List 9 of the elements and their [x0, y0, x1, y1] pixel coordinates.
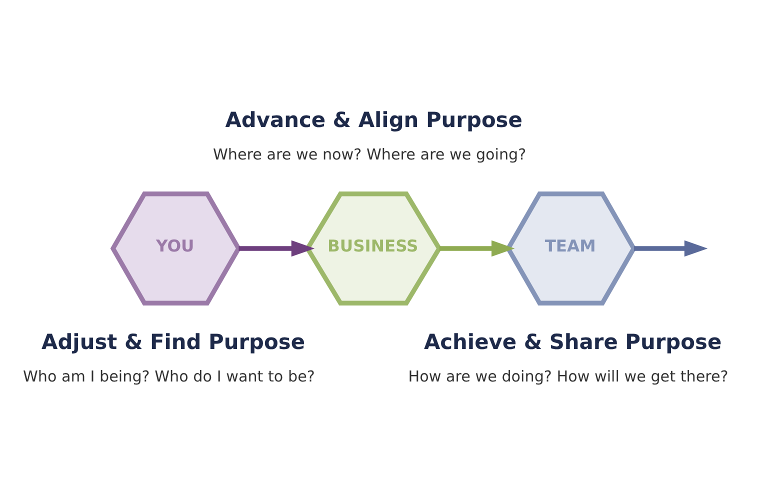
node-label: Where are we now? Where are we going? [212, 145, 526, 164]
node-label: Adjust & Find Purpose [41, 330, 305, 354]
arrow [438, 240, 514, 257]
node-label: How are we doing? How will we get there? [408, 367, 728, 386]
node-label: Advance & Align Purpose [224, 108, 522, 132]
node-label: Achieve & Share Purpose [423, 330, 722, 354]
arrow [238, 240, 314, 257]
node-label: Who am I being? Who do I want to be? [22, 367, 314, 386]
arrow [634, 240, 708, 257]
